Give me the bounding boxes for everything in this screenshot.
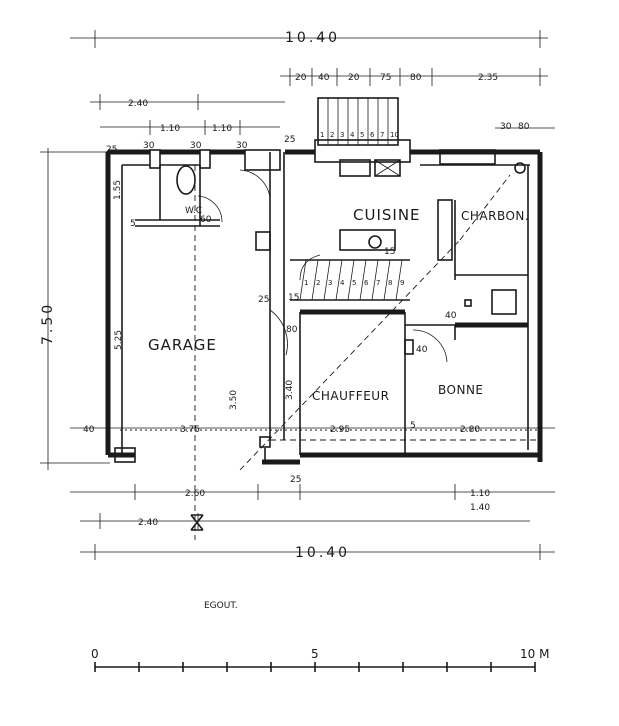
top-2-label: 1.10 <box>212 124 232 134</box>
lower-stair-number: 5 <box>352 279 356 287</box>
seg-235-label: 2.35 <box>478 73 498 83</box>
lower-stair-tread <box>335 259 343 301</box>
bonne-label: BONNE <box>438 383 484 397</box>
lower-stair-tread <box>299 259 307 301</box>
garage-label: GARAGE <box>148 336 217 354</box>
central-walls <box>239 152 288 448</box>
s-40c-label: 40 <box>83 425 95 435</box>
left-height-dimension: 7.50 <box>40 148 110 470</box>
dashed-lines <box>120 155 541 540</box>
lower-room-walls <box>299 309 528 455</box>
wc-block: W.C 60 <box>135 165 223 227</box>
wc-label: W.C <box>185 206 202 216</box>
lower-stair-tread <box>383 259 391 301</box>
stair-number: 6 <box>370 131 375 139</box>
right-a-label: 1.10 <box>470 489 490 499</box>
kitchen-fixtures <box>314 139 526 261</box>
charbon-label: CHARBON. <box>461 209 529 223</box>
s-30a-label: 30 <box>143 141 155 151</box>
r-30-label: 30 <box>500 122 512 132</box>
chauffeur-h-label: 3.40 <box>285 380 295 400</box>
scale-bar: 0 5 10 M <box>91 647 549 672</box>
lower-stair-number: 1 <box>304 279 308 287</box>
r-80-label: 80 <box>518 122 530 132</box>
lower-stair-tread <box>323 259 331 301</box>
lower-stair-tread <box>347 259 355 301</box>
s-25c-label: 25 <box>258 295 269 305</box>
lower-stair-number: 9 <box>400 279 404 287</box>
bonne-width-label: 2.80 <box>460 425 480 435</box>
top-total-dimension: 10.40 <box>70 30 548 48</box>
stair-number: 2 <box>330 131 334 139</box>
s-30c-label: 30 <box>236 141 248 151</box>
mid-h-label: 3.50 <box>229 390 239 410</box>
top-window-dimensions: 1.10 1.10 <box>100 120 280 135</box>
stair-number: 1 <box>320 131 324 139</box>
lower-stair-number: 4 <box>340 279 345 287</box>
lower-stair-tread <box>311 259 319 301</box>
lower-stair-tread <box>371 259 379 301</box>
s-25b-label: 25 <box>284 135 295 145</box>
seg-20-label: 20 <box>295 73 307 83</box>
s-30b-label: 30 <box>190 141 202 151</box>
seg-40-label: 40 <box>318 73 330 83</box>
top-left-label: 2.40 <box>128 99 148 109</box>
upper-segment-dimensions: 20 40 20 75 80 2.35 <box>280 68 548 86</box>
s-15-label: 15 <box>384 247 395 257</box>
garage-width-label: 3.75 <box>180 425 200 435</box>
seg-20b-label: 20 <box>348 73 360 83</box>
bottom-mid-dimension: 2.60 25 1.10 1.40 <box>70 475 555 513</box>
stair-number: 4 <box>350 131 355 139</box>
top-left-dimension: 2.40 <box>90 94 285 110</box>
bottom-mid-label: 2.60 <box>185 489 205 499</box>
seg-80-label: 80 <box>410 73 422 83</box>
top-1-label: 1.10 <box>160 124 180 134</box>
lower-stair-number: 7 <box>376 279 380 287</box>
right-b-label: 1.40 <box>470 503 490 513</box>
s-5-label: 5 <box>130 219 136 229</box>
s-60-label: 60 <box>200 215 212 225</box>
outer-walls <box>105 149 543 465</box>
lower-stair-number: 3 <box>328 279 332 287</box>
width-dimensions: 40 3.75 2.95 2.80 <box>70 425 555 435</box>
bottom-total-dimension: 10.40 <box>80 544 555 561</box>
egout-label: EGOUT. <box>204 601 238 611</box>
lower-stair-tread <box>359 259 367 301</box>
s-5b-label: 5 <box>410 421 416 431</box>
chauffeur-width-label: 2.95 <box>330 425 350 435</box>
stair-number: 7 <box>380 131 384 139</box>
s-25d-label: 25 <box>290 475 301 485</box>
bottom-total-label: 10.40 <box>295 545 350 561</box>
s-40-label: 40 <box>445 311 457 321</box>
top-total-label: 10.40 <box>285 30 340 46</box>
stair-number: 10 <box>390 131 399 139</box>
lower-stair-number: 6 <box>364 279 369 287</box>
s-15b-label: 15 <box>288 293 299 303</box>
scale-zero-label: 0 <box>91 647 99 661</box>
stair-number: 3 <box>340 131 344 139</box>
s-40b-label: 40 <box>416 345 428 355</box>
seg-75-label: 75 <box>380 73 391 83</box>
lower-stair-number: 8 <box>388 279 392 287</box>
lower-stair-tread <box>395 259 403 301</box>
lower-stair-number: 2 <box>316 279 320 287</box>
bottom-left-label: 2.40 <box>138 518 158 528</box>
charbon-walls <box>454 200 528 315</box>
scale-mid-label: 5 <box>311 647 319 661</box>
garage-h1-label: 1.55 <box>113 180 123 200</box>
bottom-left-dimension: 2.40 <box>80 513 530 531</box>
stair-number: 5 <box>360 131 364 139</box>
chauffeur-label: CHAUFFEUR <box>312 389 389 403</box>
s-80-label: 80 <box>286 325 298 335</box>
left-height-label: 7.50 <box>40 302 56 345</box>
cuisine-label: CUISINE <box>353 206 421 224</box>
garage-h2-label: 5.25 <box>114 330 124 350</box>
scale-end-label: 10 M <box>520 647 549 661</box>
